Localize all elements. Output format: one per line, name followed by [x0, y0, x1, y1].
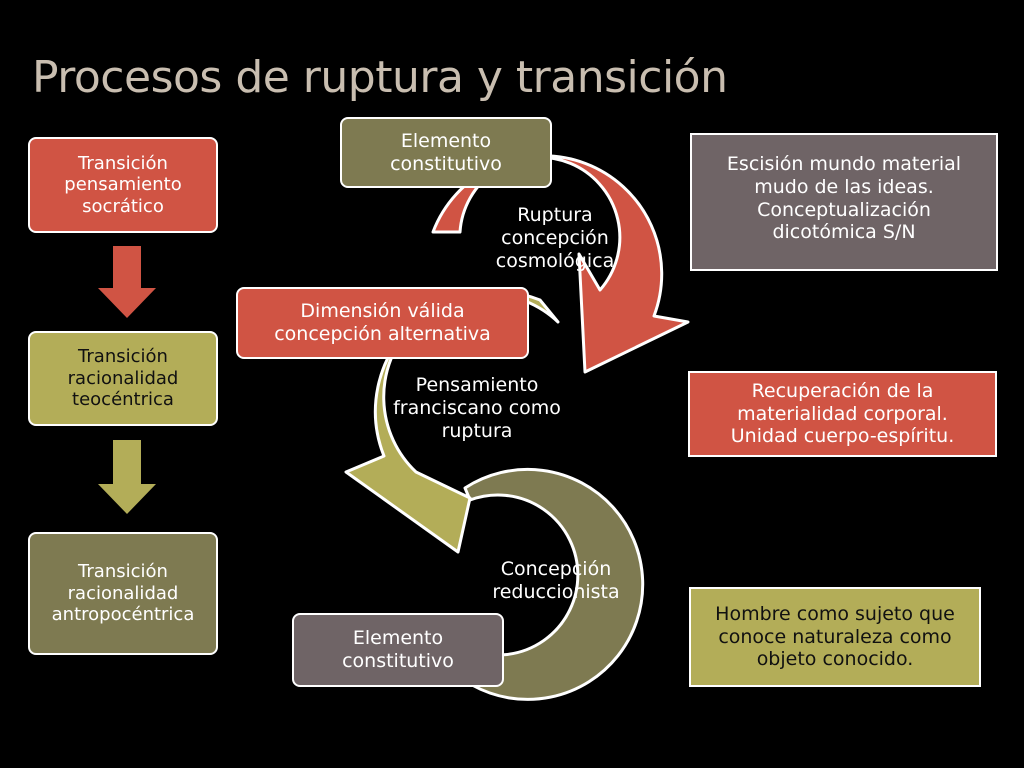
dimension-valida-box: Dimensión válida concepción alternativa [236, 287, 529, 359]
left-box-antropocentrica: Transición racionalidad antropocéntrica [28, 532, 218, 655]
elemento-constitutivo-bottom: Elemento constitutivo [292, 613, 504, 687]
down-arrow-1 [98, 246, 156, 318]
page-title: Procesos de ruptura y transición [32, 52, 728, 103]
left-box-socratico: Transición pensamiento socrático [28, 137, 218, 233]
right-box-recuperacion: Recuperación de la materialidad corporal… [688, 371, 997, 457]
ruptura-label: Ruptura concepción cosmológica [495, 204, 615, 272]
pensamiento-label: Pensamiento franciscano como ruptura [393, 374, 561, 442]
reduccionista-arc [463, 467, 645, 701]
elemento-constitutivo-top: Elemento constitutivo [340, 117, 552, 188]
concepcion-label: Concepción reduccionista [492, 558, 620, 603]
right-box-hombre: Hombre como sujeto que conoce naturaleza… [689, 587, 981, 687]
left-box-teocentrica: Transición racionalidad teocéntrica [28, 331, 218, 426]
down-arrow-2 [98, 440, 156, 514]
right-box-escision: Escisión mundo material mudo de las idea… [690, 133, 998, 271]
